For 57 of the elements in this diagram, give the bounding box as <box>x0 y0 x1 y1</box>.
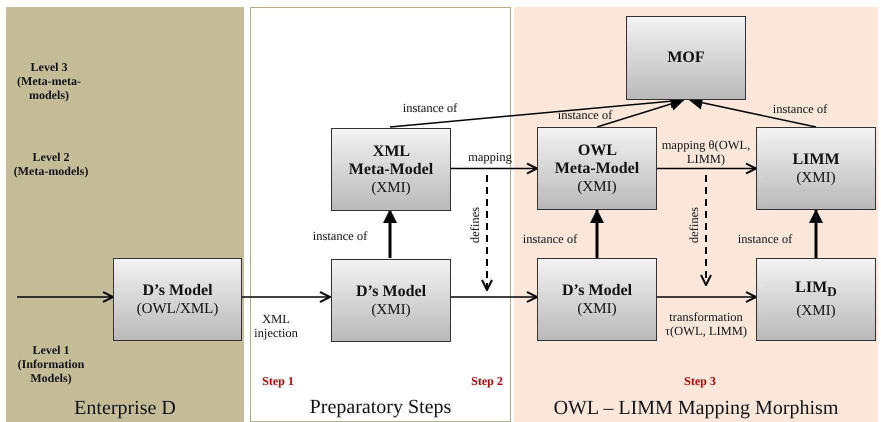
model-format: (XMI) <box>577 178 617 196</box>
edge-label: XML injection <box>253 312 299 340</box>
model-box <box>626 16 746 100</box>
model-name: D’s Model <box>562 282 632 300</box>
edge-label: transformation τ(OWL, LIMM) <box>664 310 748 338</box>
model-name: MOF <box>667 49 705 67</box>
model-name: LIM$_{D}$ <box>795 279 837 302</box>
model-format: (XMI) <box>371 178 411 196</box>
arrow <box>450 291 538 303</box>
model-name: LIMM <box>792 150 840 168</box>
model-box <box>537 127 657 210</box>
model-format: (OWL/XML) <box>136 300 218 318</box>
model-format: (XMI) <box>371 300 411 318</box>
arrow <box>596 97 685 128</box>
edge-label: instance of <box>402 101 458 115</box>
section-heading: Enterprise D <box>73 397 177 420</box>
section-panel <box>514 7 878 422</box>
arrow <box>809 209 823 258</box>
arrow-label: defines <box>468 206 482 245</box>
section-heading: Preparatory Steps <box>308 396 452 419</box>
arrow <box>657 162 757 174</box>
level-label: Level 3 (Meta-meta-models) <box>16 60 82 102</box>
model-name: OWL Meta-Model <box>554 142 640 178</box>
model-format: (XMI) <box>796 168 836 186</box>
section-panel <box>250 7 511 422</box>
section-panel <box>6 7 244 422</box>
edge-label: instance of <box>312 229 368 243</box>
arrow <box>383 209 397 258</box>
edge-label: mapping θ(OWL, LIMM) <box>661 138 751 166</box>
step-label: Step 2 <box>470 374 504 388</box>
model-box <box>331 259 451 342</box>
model-box <box>331 128 451 211</box>
arrow <box>17 291 114 303</box>
edge-label: instance of <box>772 102 828 116</box>
step-label: Step 3 <box>683 374 717 388</box>
model-format: (XMI) <box>577 300 617 318</box>
arrow <box>242 291 331 303</box>
model-name: D’s Model <box>142 282 213 300</box>
arrow <box>590 209 604 258</box>
arrow <box>450 162 538 174</box>
edge-label: instance of <box>736 232 794 246</box>
model-box <box>756 127 876 210</box>
model-name: D’s Model <box>356 282 426 300</box>
arrow <box>657 291 757 303</box>
edge-label: instance of <box>522 232 578 246</box>
model-box <box>537 258 657 341</box>
section-heading: OWL – LIMM Mapping Morphism <box>552 397 840 420</box>
level-label: Level 1 (Information Models) <box>16 343 86 385</box>
level-label: Level 2 (Meta-models) <box>12 150 90 178</box>
model-name: XML Meta-Model <box>348 142 434 178</box>
model-box <box>113 258 242 341</box>
edge-label: mapping <box>467 150 513 164</box>
edge-label: instance of <box>556 108 614 122</box>
model-format: (XMI) <box>796 302 836 320</box>
arrow-label: defines <box>687 206 701 245</box>
model-box <box>756 258 876 341</box>
step-label: Step 1 <box>261 374 295 388</box>
